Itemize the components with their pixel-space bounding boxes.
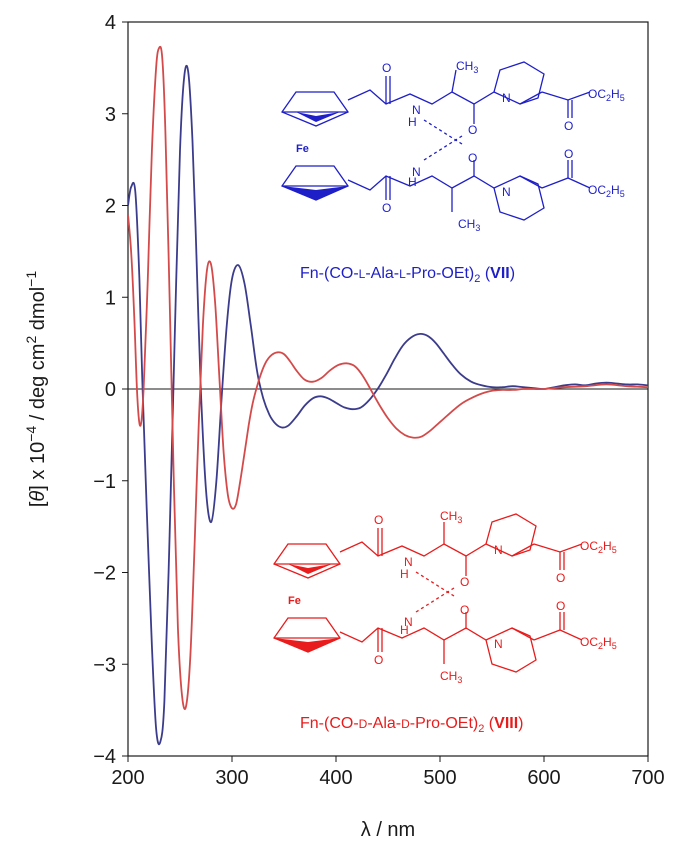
y-tick-label: 4 [105,12,116,34]
y-tick-label: −3 [93,654,116,676]
svg-text:H: H [400,623,409,637]
svg-text:N: N [412,165,421,179]
structure-vii-text: Fe O H N CH3 O N O OC2H5 O H N O CH3 N O… [296,59,625,233]
svg-text:O: O [460,603,469,617]
structure-viii [273,513,583,673]
svg-text:N: N [494,637,503,651]
svg-text:N: N [494,543,503,557]
svg-text:Fe: Fe [288,595,301,607]
svg-text:H: H [400,567,409,581]
structure-viii-label: Fn-(CO-D-Ala-D-Pro-OEt)2 (VIII) [300,715,523,735]
y-tick-label: 1 [105,287,116,309]
svg-text:O: O [460,575,469,589]
y-axis-title: [θ] x 10−4 / deg cm2 dmol−1 [23,271,49,507]
axis-tick-labels: 200 300 400 500 600 700 4 3 2 1 0 −1 −2 −3 −4 [93,12,665,789]
svg-text:O: O [556,599,565,613]
x-tick-label: 500 [423,767,456,789]
svg-text:O: O [468,151,477,165]
cp-ring-upper [281,91,349,127]
svg-text:OC2H5: OC2H5 [588,87,625,103]
svg-text:O: O [382,61,391,75]
svg-text:N: N [404,615,413,629]
series-line-viii [128,45,648,710]
svg-text:O: O [374,513,383,527]
svg-text:N: N [404,555,413,569]
x-tick-label: 700 [631,767,664,789]
svg-text:CH3: CH3 [456,59,478,75]
axis-ticks [122,21,649,762]
svg-text:OC2H5: OC2H5 [580,539,617,555]
x-tick-label: 200 [111,767,144,789]
y-tick-label: −1 [93,471,116,493]
cp-ring-upper [273,543,341,579]
x-tick-label: 300 [215,767,248,789]
x-tick-label: 400 [319,767,352,789]
svg-text:CH3: CH3 [458,217,480,233]
series-layer [128,45,648,746]
structure-viii-text: Fe O H N CH3 O N O OC2H5 O H N O CH3 N O… [288,509,617,685]
svg-text:OC2H5: OC2H5 [588,183,625,199]
y-tick-label: 3 [105,104,116,126]
svg-text:N: N [412,103,421,117]
y-tick-label: −2 [93,563,116,585]
svg-text:N: N [502,91,511,105]
y-tick-label: 2 [105,196,116,218]
svg-text:CH3: CH3 [440,509,462,525]
x-tick-label: 600 [527,767,560,789]
svg-text:H: H [408,175,417,189]
svg-text:H: H [408,115,417,129]
svg-text:O: O [564,119,573,133]
svg-text:N: N [502,185,511,199]
series-line-vii [128,64,648,746]
x-axis-title: λ / nm [361,819,415,841]
svg-text:O: O [374,653,383,667]
y-tick-label: −4 [93,746,116,768]
structure-vii [281,61,591,221]
structure-vii-label: Fn-(CO-L-Ala-L-Pro-OEt)2 (VII) [300,265,515,285]
svg-text:O: O [556,571,565,585]
y-tick-label: 0 [105,379,116,401]
svg-text:O: O [564,147,573,161]
svg-text:CH3: CH3 [440,669,462,685]
svg-text:O: O [468,123,477,137]
svg-text:OC2H5: OC2H5 [580,635,617,651]
svg-text:Fe: Fe [296,143,309,155]
svg-text:O: O [382,201,391,215]
